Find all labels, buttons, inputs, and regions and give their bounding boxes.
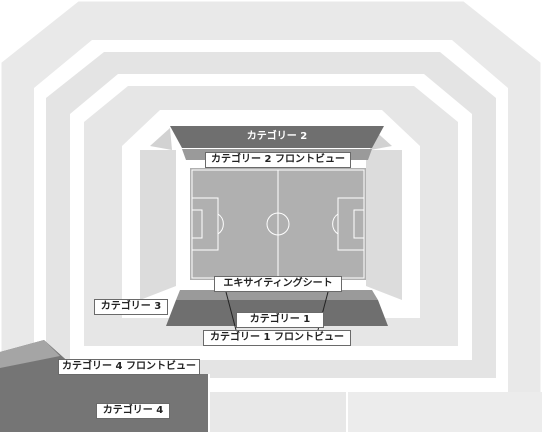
category-3-label[interactable]: カテゴリー 3 [94,299,168,315]
category-4-front-strip[interactable] [0,340,60,368]
category-1-label: カテゴリー 1 [236,312,324,328]
category-4-label[interactable]: カテゴリー 4 [96,403,170,419]
exciting-seat-label[interactable]: エキサイティングシート [214,276,342,292]
bottom-section-right[interactable] [348,392,542,432]
category-2-front-view-label[interactable]: カテゴリー 2 フロントビュー [205,152,351,168]
category-2-label: カテゴリー 2 [246,131,308,142]
category-4-front-view-label[interactable]: カテゴリー 4 フロントビュー [58,359,200,375]
corner-tl[interactable] [150,128,172,150]
category-2-block[interactable] [170,126,384,148]
bottom-section-center[interactable] [210,392,346,432]
stand-right[interactable] [366,150,402,300]
category-1-front-view-label[interactable]: カテゴリー 1 フロントビュー [203,330,351,346]
stand-left[interactable] [140,150,176,300]
